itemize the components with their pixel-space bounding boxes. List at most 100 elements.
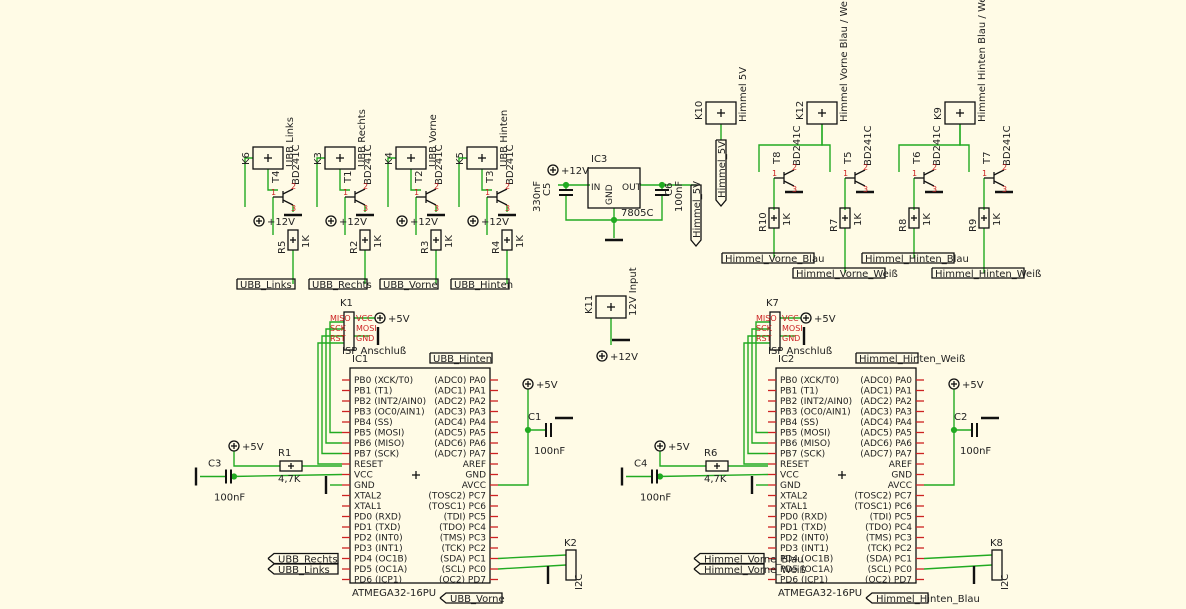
transistor-emitter: [496, 199, 508, 206]
transistor-ref-t3: T3: [485, 171, 496, 184]
mcu-pin-left: PB7 (SCK): [354, 450, 399, 460]
mcu-pin-right: (ADC5) PA5: [434, 429, 486, 439]
transistor-ref-t8: T8: [772, 152, 783, 165]
wire-layer: [200, 124, 993, 570]
supply-circle: [654, 440, 666, 452]
mcu-pin-right: (ADC3) PA3: [434, 408, 486, 418]
net-label-box: [792, 267, 886, 279]
mcu-pin-right: (TCK) PC2: [868, 544, 912, 554]
pin-num: 2: [505, 182, 510, 191]
net-d4-ic1: [267, 552, 339, 565]
pin-num: 3: [1002, 185, 1007, 194]
mcu-pin-left: PB4 (SS): [780, 418, 819, 428]
supply-regulator-label: +12V: [561, 166, 589, 177]
isp-pin: SCK: [756, 324, 773, 333]
mcu-pin-right: GND: [465, 471, 486, 481]
pin-num: 1: [772, 169, 777, 178]
mcu-ref-ic2: IC2: [778, 354, 794, 365]
net-label-box: [855, 352, 919, 364]
transistor-ref-t6: T6: [912, 152, 923, 165]
transistor-t7: [984, 169, 1005, 187]
pin-num: 1: [414, 188, 419, 197]
mcu-pin-right: (TMS) PC3: [440, 534, 486, 544]
resistor-body: [978, 207, 990, 229]
transistor-name-t4: BD241C: [291, 144, 302, 185]
net-k3-text: UBB_Rechts: [312, 280, 372, 291]
mcu-pin-right: (TMS) PC3: [866, 534, 912, 544]
relay-k4: [395, 146, 427, 170]
mcu-pin-right: AREF: [463, 460, 486, 470]
transistor-collector: [923, 169, 935, 176]
mcu-pin-right: (ADC2) PA2: [860, 397, 912, 407]
pin-num: 2: [363, 182, 368, 191]
net-label-box: [439, 592, 503, 604]
relay-body: [466, 146, 498, 170]
supply-avcc-ic2: [948, 378, 960, 390]
mcu-pin-right: (ADC4) PA4: [860, 418, 912, 428]
supply-circle: [467, 215, 479, 227]
regulator-pin-gnd: GND: [605, 184, 615, 205]
wire-avcc-cap: [527, 389, 546, 431]
isp-pin: GND: [782, 334, 800, 343]
net-label-box: [861, 252, 955, 264]
i2c-name-k2: I2C: [574, 574, 585, 590]
mcu-pin-right: (SDA) PC1: [866, 555, 912, 565]
mcu-pin-left: PB3 (OC0/AIN1): [780, 408, 851, 418]
cap-val-c4: 100nF: [640, 493, 671, 504]
net-label-box: [267, 552, 339, 565]
mcu-pin-left: PB0 (XCK/T0): [354, 376, 413, 386]
isp-pin: MOSI: [356, 324, 377, 333]
wire-relay-collector: [267, 169, 278, 191]
resistor-val-r6: 4,7K: [704, 474, 727, 485]
net-label-box: [715, 139, 727, 208]
mcu-pin-left: PB1 (T1): [354, 387, 392, 397]
transistor-t1: [345, 188, 366, 206]
isp-pin: MOSI: [782, 324, 803, 333]
net-top-ic1: [429, 352, 493, 364]
pin-num: 1: [271, 188, 276, 197]
supply-k4: [396, 215, 408, 227]
relay-name-k12: Himmel Vorne Blau / Weiß: [839, 0, 850, 122]
net-label-box: [690, 184, 702, 248]
transistor-emitter: [425, 199, 437, 206]
mcu-pin-left: PB0 (XCK/T0): [780, 376, 839, 386]
relay-ref-k11: K11: [584, 295, 595, 314]
resistor-ref-r8: R8: [898, 219, 909, 232]
relay-name-k11: 12V Input: [628, 267, 639, 316]
resistor-body: [908, 207, 920, 229]
net-label-box: [267, 563, 339, 575]
resistor-body: [705, 460, 729, 472]
wire-relay-collector: [481, 169, 492, 191]
relay-ref-k12: K12: [795, 101, 806, 120]
pin-num: 1: [912, 169, 917, 178]
wire-himmel-relay: [898, 124, 961, 172]
net-himmel-5v-reg: [690, 184, 702, 248]
cap-ref-c2: C2: [954, 412, 967, 423]
wire-avcc: [924, 430, 955, 486]
wire-relay-diode: [458, 157, 467, 207]
mcu-pin-left: XTAL1: [354, 502, 382, 512]
wire-relay-diode: [387, 157, 396, 207]
wire-scl: [497, 564, 567, 570]
mcu-pin-left: PD3 (INT1): [780, 544, 829, 554]
relay-body: [395, 146, 427, 170]
parts-layer: [194, 101, 1025, 604]
net-d4-ic2: [693, 552, 765, 565]
pin-num: 1: [485, 188, 490, 197]
resistor-ref-r4: R4: [491, 241, 502, 254]
regulator-ref: IC3: [591, 154, 607, 165]
wire-isp-signal: [747, 335, 770, 455]
supply-circle: [228, 440, 240, 452]
transistor-name-t8: BD241C: [792, 125, 803, 166]
relay-name-k3: UBB Rechts: [357, 109, 368, 167]
supply-circle: [948, 378, 960, 390]
mcu-pin-left: PB2 (INT2/AIN0): [780, 397, 852, 407]
transistor-name-t6: BD241C: [932, 125, 943, 166]
transistor-t2: [416, 188, 437, 206]
mcu-pin-left: RESET: [354, 460, 383, 470]
supply-reset-r6: [654, 440, 666, 452]
net-k4: [379, 278, 439, 290]
resistor-r6: [705, 460, 729, 472]
resistor-ref-r6: R6: [704, 448, 717, 459]
